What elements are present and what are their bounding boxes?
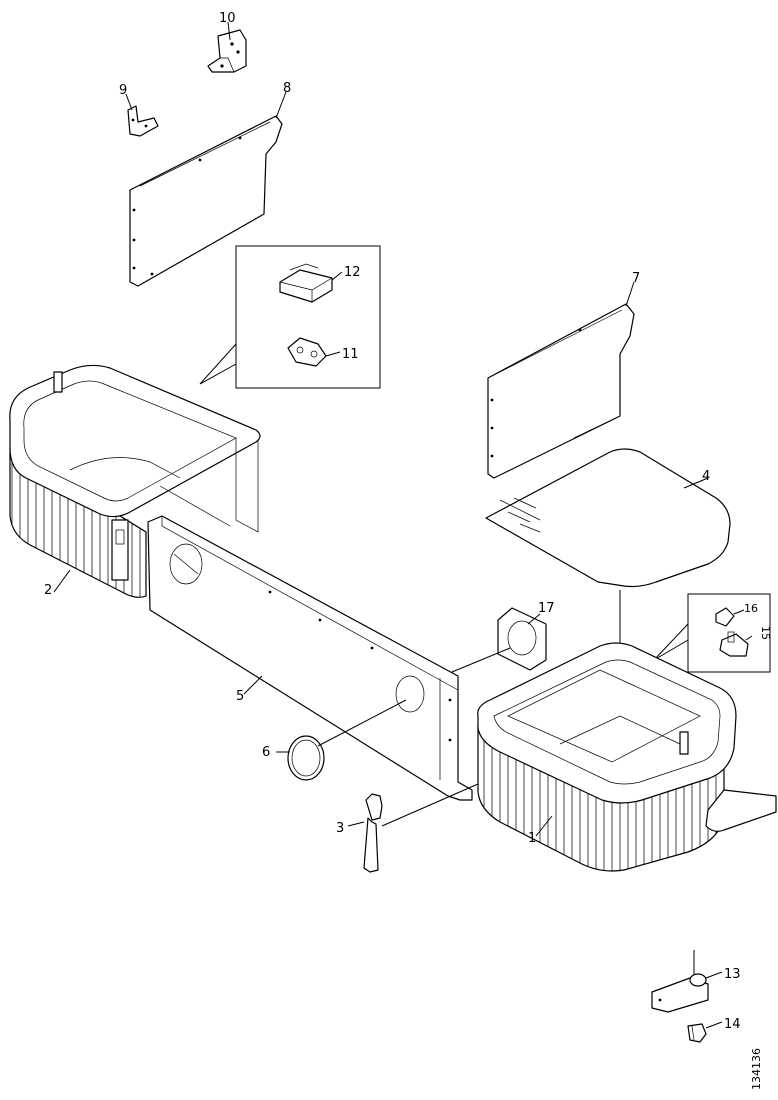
callout-13: 13	[724, 967, 741, 982]
callout-6: 6	[262, 745, 270, 760]
detail-box	[199, 245, 381, 389]
callout-9: 9	[119, 83, 127, 98]
callout-3: 3	[336, 821, 344, 836]
part-13-mount	[651, 950, 723, 1013]
callout-17: 17	[538, 601, 555, 616]
part-7-panel	[487, 281, 635, 479]
part-3-rod	[347, 783, 479, 873]
callout-14: 14	[724, 1017, 741, 1032]
callout-1: 1	[528, 831, 536, 846]
part-10-bracket	[207, 21, 247, 73]
callout-10: 10	[219, 11, 236, 26]
callout-11: 11	[342, 347, 359, 362]
part-1-right-tank	[477, 642, 777, 872]
callout-5: 5	[236, 689, 244, 704]
callout-8: 8	[283, 81, 291, 96]
part-16-clip	[715, 607, 735, 627]
part-11-latch	[287, 337, 327, 367]
part-5-frame	[147, 515, 473, 801]
part-12-clip	[279, 263, 333, 303]
detail-box-right	[653, 593, 771, 673]
callout-4: 4	[702, 469, 710, 484]
part-6-cover	[276, 699, 407, 781]
part-17-flange	[451, 607, 547, 673]
part-15-latch	[719, 631, 749, 657]
callout-16: 16	[744, 602, 758, 615]
part-14-nut	[687, 1021, 723, 1043]
part-2-left-tank	[9, 364, 261, 598]
callout-15: 15	[759, 626, 772, 640]
part-9-bracket	[125, 93, 159, 137]
part-4-lid	[485, 448, 731, 750]
callout-2: 2	[44, 583, 52, 598]
callout-12: 12	[344, 265, 361, 280]
drawing-number: 134136	[750, 1048, 763, 1090]
part-8-panel	[129, 91, 287, 287]
callout-7: 7	[632, 271, 640, 286]
